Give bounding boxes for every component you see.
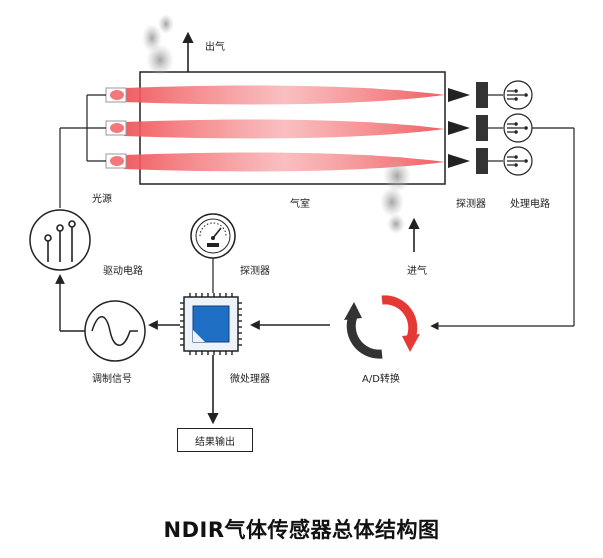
diagram-title: NDIR气体传感器总体结构图 [163, 518, 440, 542]
label-ad-conversion: A/D转换 [362, 374, 400, 385]
beam-bottom [124, 152, 445, 172]
label-gas-chamber: 气室 [290, 199, 310, 210]
drive-circuit-icon [29, 209, 91, 271]
output-wiring [430, 127, 575, 331]
sine-wave-icon [84, 300, 146, 362]
cycle-arrows-icon [344, 295, 420, 359]
smoke-icon [380, 160, 411, 234]
label-outlet: 出气 [205, 42, 225, 53]
beam-top [124, 85, 445, 105]
label-light-source: 光源 [92, 194, 112, 205]
modulation-wiring [55, 274, 85, 332]
chip-icon [180, 293, 242, 355]
label-inlet: 进气 [407, 266, 427, 277]
label-processing-circuit: 处理电路 [510, 199, 550, 210]
lamp-icon [105, 87, 127, 169]
lamp-wiring [59, 94, 106, 208]
label-microprocessor: 微处理器 [230, 374, 270, 385]
light-beams [124, 85, 445, 172]
result-output-box: 结果输出 [177, 428, 253, 452]
label-drive-circuit: 驱动电路 [103, 266, 143, 277]
circuit-icon [503, 80, 533, 176]
label-modulation-signal: 调制信号 [92, 374, 132, 385]
label-result-output: 结果输出 [195, 437, 235, 448]
smoke-icon [142, 14, 174, 76]
label-detector-right: 探测器 [456, 199, 486, 210]
beam-middle [124, 119, 445, 139]
label-detector-gauge: 探测器 [240, 266, 270, 277]
detector-block-icon [448, 82, 503, 174]
gauge-icon [190, 213, 236, 259]
